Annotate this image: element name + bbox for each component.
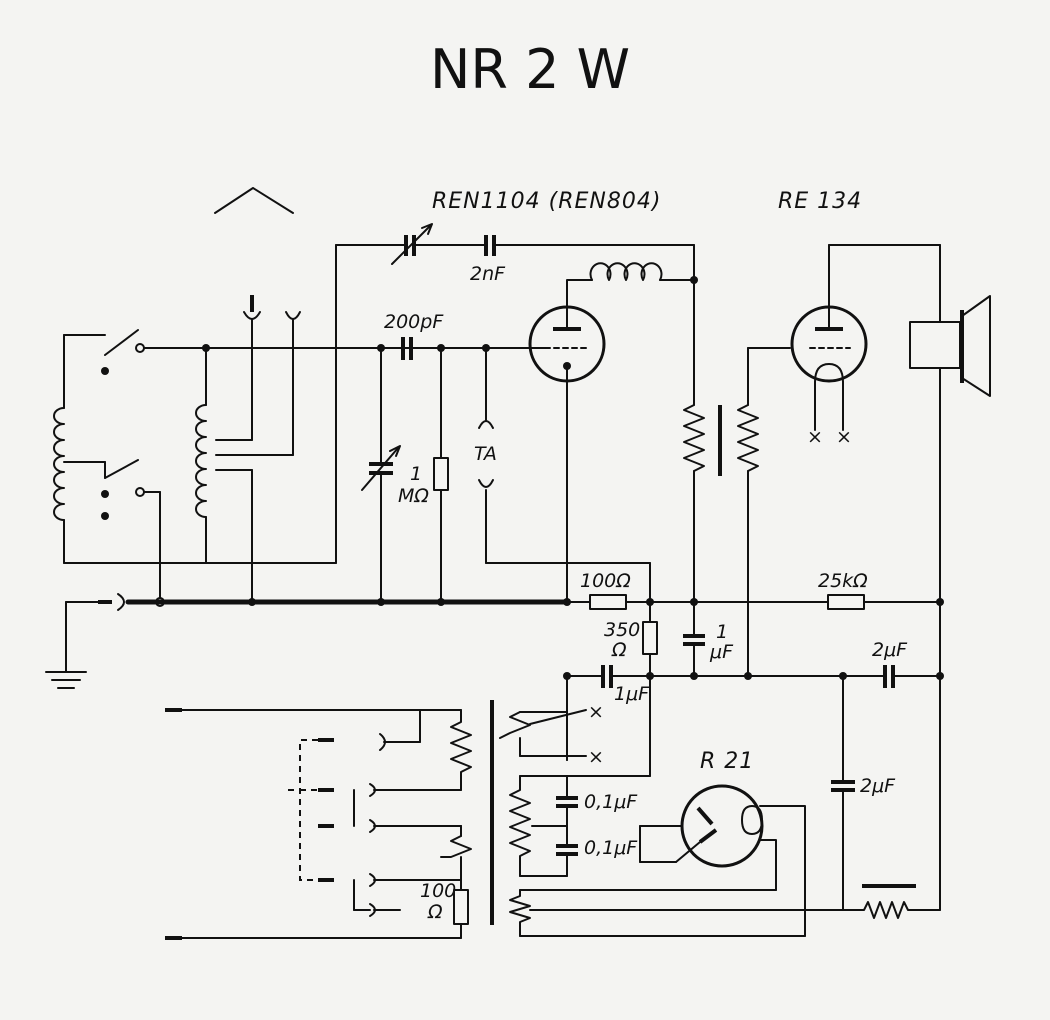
capacitor-01uf-upper: 0,1μF <box>556 775 638 837</box>
resistor-350-unit: Ω <box>611 639 627 661</box>
grid-leak-value: 1 <box>410 463 422 485</box>
capacitor-1uf-series-label: 1μF <box>614 683 650 705</box>
pickup-label: TA <box>474 443 497 465</box>
interstage-transformer <box>683 347 791 680</box>
resistor-350-ohm: 350 Ω <box>604 601 658 680</box>
rf-choke <box>566 244 698 406</box>
capacitor-01uf-lower-label: 0,1μF <box>584 837 638 859</box>
resistor-25k: 25kΩ <box>693 570 941 610</box>
capacitor-2nf-label: 2nF <box>470 263 506 285</box>
band-switch-lower <box>101 459 161 601</box>
rectifier-tube <box>639 784 806 937</box>
output-tube: × × <box>790 244 941 448</box>
capacitor-2uf-vertical-label: 2μF <box>860 775 896 797</box>
grid-leak-resistor: 1 MΩ <box>398 347 449 606</box>
antenna-symbol <box>214 187 294 214</box>
ht-line: 1μF 2μF <box>563 639 941 705</box>
band-switch-upper <box>101 329 521 375</box>
filter-choke <box>842 675 941 919</box>
capacitor-1uf-unit: μF <box>709 641 734 663</box>
capacitor-01uf-lower: 0,1μF <box>556 835 638 877</box>
tuning-capacitor <box>361 347 401 606</box>
heater-x-right: × <box>836 426 852 448</box>
resistor-100-lower-unit: Ω <box>427 901 443 923</box>
resistor-100-ohm-lower: 100 Ω <box>420 879 469 939</box>
capacitor-01uf-upper-label: 0,1μF <box>584 791 638 813</box>
reaction-capacitor <box>335 223 485 564</box>
resistor-100-ohm-label: 100Ω <box>580 570 631 592</box>
heater-x-left: × <box>807 426 823 448</box>
detector-tube-label: REN1104 (REN804) <box>432 189 661 214</box>
capacitor-2uf-top-label: 2μF <box>872 639 908 661</box>
loudspeaker <box>909 244 991 680</box>
grid-capacitor-label: 200pF <box>384 311 444 333</box>
heater-tap-x-a: × <box>588 701 604 723</box>
antenna-socket <box>243 295 301 456</box>
capacitor-1uf-value: 1 <box>716 621 728 643</box>
transformer-secondary: × × <box>499 675 844 937</box>
antenna-coupling-coil <box>195 344 294 606</box>
ground-socket <box>45 593 165 689</box>
resistor-25k-label: 25kΩ <box>818 570 868 592</box>
capacitor-1uf-vertical: 1 μF <box>683 601 734 680</box>
detector-tube <box>519 305 606 603</box>
resistor-100-ohm: 100Ω <box>566 570 695 610</box>
resistor-100-lower-value: 100 <box>420 880 456 902</box>
grid-leak-unit: MΩ <box>398 485 429 507</box>
voltage-selector <box>288 709 462 917</box>
mains-input <box>165 708 462 940</box>
tuning-coil <box>53 334 337 564</box>
output-tube-label: RE 134 <box>778 189 862 214</box>
diagram-title: NR 2 W <box>430 38 630 101</box>
heater-tap-x-b: × <box>588 746 604 768</box>
rectifier-tube-label: R 21 <box>700 749 754 774</box>
resistor-350-value: 350 <box>604 619 640 641</box>
power-transformer <box>440 700 494 925</box>
grid-capacitor: 200pF <box>377 311 490 360</box>
capacitor-2nf: 2nF <box>470 235 695 285</box>
capacitor-2uf-vertical: 2μF <box>831 675 896 911</box>
